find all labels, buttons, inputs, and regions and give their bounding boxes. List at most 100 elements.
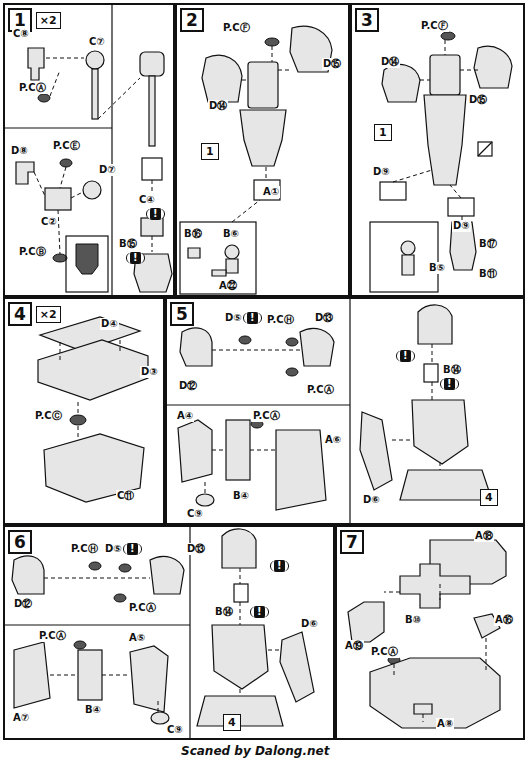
part-label: P.CⒷ <box>18 246 47 258</box>
step-panel: 4×2 <box>3 297 165 525</box>
part-label: D⑭ <box>208 100 228 112</box>
step-header: 6 <box>8 530 32 554</box>
part-label: C⑪ <box>116 490 135 502</box>
part-label: D⑨ <box>372 166 391 178</box>
part-label: D⑦ <box>98 164 117 176</box>
caution-text: ! <box>444 378 455 390</box>
caution-text: ! <box>400 350 411 362</box>
caution-text: ! <box>247 312 258 324</box>
part-label: A⑤ <box>128 632 146 644</box>
part-label: P.CⒽ <box>266 314 295 326</box>
part-label: D⑥ <box>362 494 381 506</box>
part-label: B⑭ <box>442 364 462 376</box>
caution-text: ! <box>150 208 161 220</box>
step-number: 5 <box>170 302 194 326</box>
caution-mark: ! <box>270 560 289 572</box>
step-header: 5 <box>170 302 194 326</box>
caution-mark: ! <box>250 606 269 618</box>
quantity-mark: ×2 <box>36 306 61 323</box>
step-number: 7 <box>340 530 364 554</box>
part-label: B⑯ <box>183 228 203 240</box>
part-label: C⑨ <box>166 724 184 736</box>
part-label: D⑨ <box>452 220 471 232</box>
part-label: B⑰ <box>478 238 498 250</box>
part-label: D⑧ <box>10 145 29 157</box>
step-panel: 54 <box>165 297 525 525</box>
caution-mark: ! <box>396 350 415 362</box>
part-label: D⑫ <box>178 380 198 392</box>
part-label: P.CⒶ <box>252 410 281 422</box>
step-panel: 31 <box>350 3 525 297</box>
part-label: A⑯ <box>494 614 514 626</box>
step-number: 6 <box>8 530 32 554</box>
part-label: B④ <box>84 704 102 716</box>
part-label: B⑥ <box>222 228 240 240</box>
part-label: C② <box>40 216 58 228</box>
part-label: A⑥ <box>324 434 342 446</box>
step2-parts <box>180 26 332 294</box>
part-label: D⑬ <box>186 543 206 555</box>
part-label: A① <box>262 186 280 198</box>
step7-parts <box>348 540 506 728</box>
part-label: B④ <box>232 490 250 502</box>
step-panel: 7 <box>335 525 525 740</box>
caution-mark: ! <box>123 543 142 555</box>
caution-text: ! <box>127 543 138 555</box>
caution-text: ! <box>130 252 141 264</box>
step-header: 7 <box>340 530 364 554</box>
caution-text: ! <box>274 560 285 572</box>
subassembly-number: 4 <box>481 490 497 505</box>
part-label: C⑨ <box>186 508 204 520</box>
part-label: C⑧ <box>12 28 30 40</box>
quantity-mark: ×2 <box>36 12 61 29</box>
part-label: A⑧ <box>436 718 454 730</box>
caution-mark: ! <box>146 208 165 220</box>
watermark: Scaned by Dalong.net <box>180 744 330 758</box>
subassembly-ref-box: 1 <box>374 124 392 141</box>
caution-mark: ! <box>440 378 459 390</box>
step5-parts <box>165 297 492 525</box>
part-label: P.CⒻ <box>420 20 449 32</box>
caution-mark: ! <box>243 312 262 324</box>
part-label: C⑦ <box>88 36 106 48</box>
part-label: P.CⒸ <box>34 410 63 422</box>
part-label: D⑥ <box>300 618 319 630</box>
part-label: P.CⒽ <box>70 543 99 555</box>
step-header: 4×2 <box>8 302 61 326</box>
part-label: P.CⒻ <box>222 22 251 34</box>
subassembly-number: 4 <box>224 715 240 730</box>
step-header: 2 <box>180 8 204 32</box>
part-label: B⑮ <box>118 238 138 250</box>
part-label: A④ <box>176 410 194 422</box>
step3-parts <box>370 32 512 292</box>
caution-text: ! <box>254 606 265 618</box>
step-number: 4 <box>8 302 32 326</box>
part-label: D⑬ <box>314 312 334 324</box>
step-number: 2 <box>180 8 204 32</box>
part-label: B⑪ <box>478 268 498 280</box>
subassembly-ref-box: 1 <box>201 143 219 160</box>
part-label: A㉒ <box>218 280 238 292</box>
caution-mark: ! <box>126 252 145 264</box>
part-label: D⑤ <box>224 312 243 324</box>
part-label: A⑲ <box>344 640 364 652</box>
subassembly-ref-box: 4 <box>223 714 241 731</box>
subassembly-number: 1 <box>202 144 218 159</box>
part-label: P.CⒶ <box>370 646 399 658</box>
step-number: 3 <box>355 8 379 32</box>
part-label: B⑤ <box>428 262 446 274</box>
step-panel: 21 <box>175 3 350 297</box>
subassembly-ref-box: 4 <box>480 489 498 506</box>
part-label: D⑫ <box>13 598 33 610</box>
part-label: B⑩ <box>404 614 422 626</box>
part-label: B⑭ <box>214 606 234 618</box>
part-label: D⑮ <box>468 94 488 106</box>
step1-parts <box>3 3 172 297</box>
part-label: D⑤ <box>104 543 123 555</box>
subassembly-number: 1 <box>375 125 391 140</box>
part-label: P.CⒺ <box>52 140 81 152</box>
part-label: D⑭ <box>380 56 400 68</box>
part-label: A⑱ <box>474 530 494 542</box>
part-label: P.CⒶ <box>306 384 335 396</box>
part-label: P.CⒶ <box>128 602 157 614</box>
